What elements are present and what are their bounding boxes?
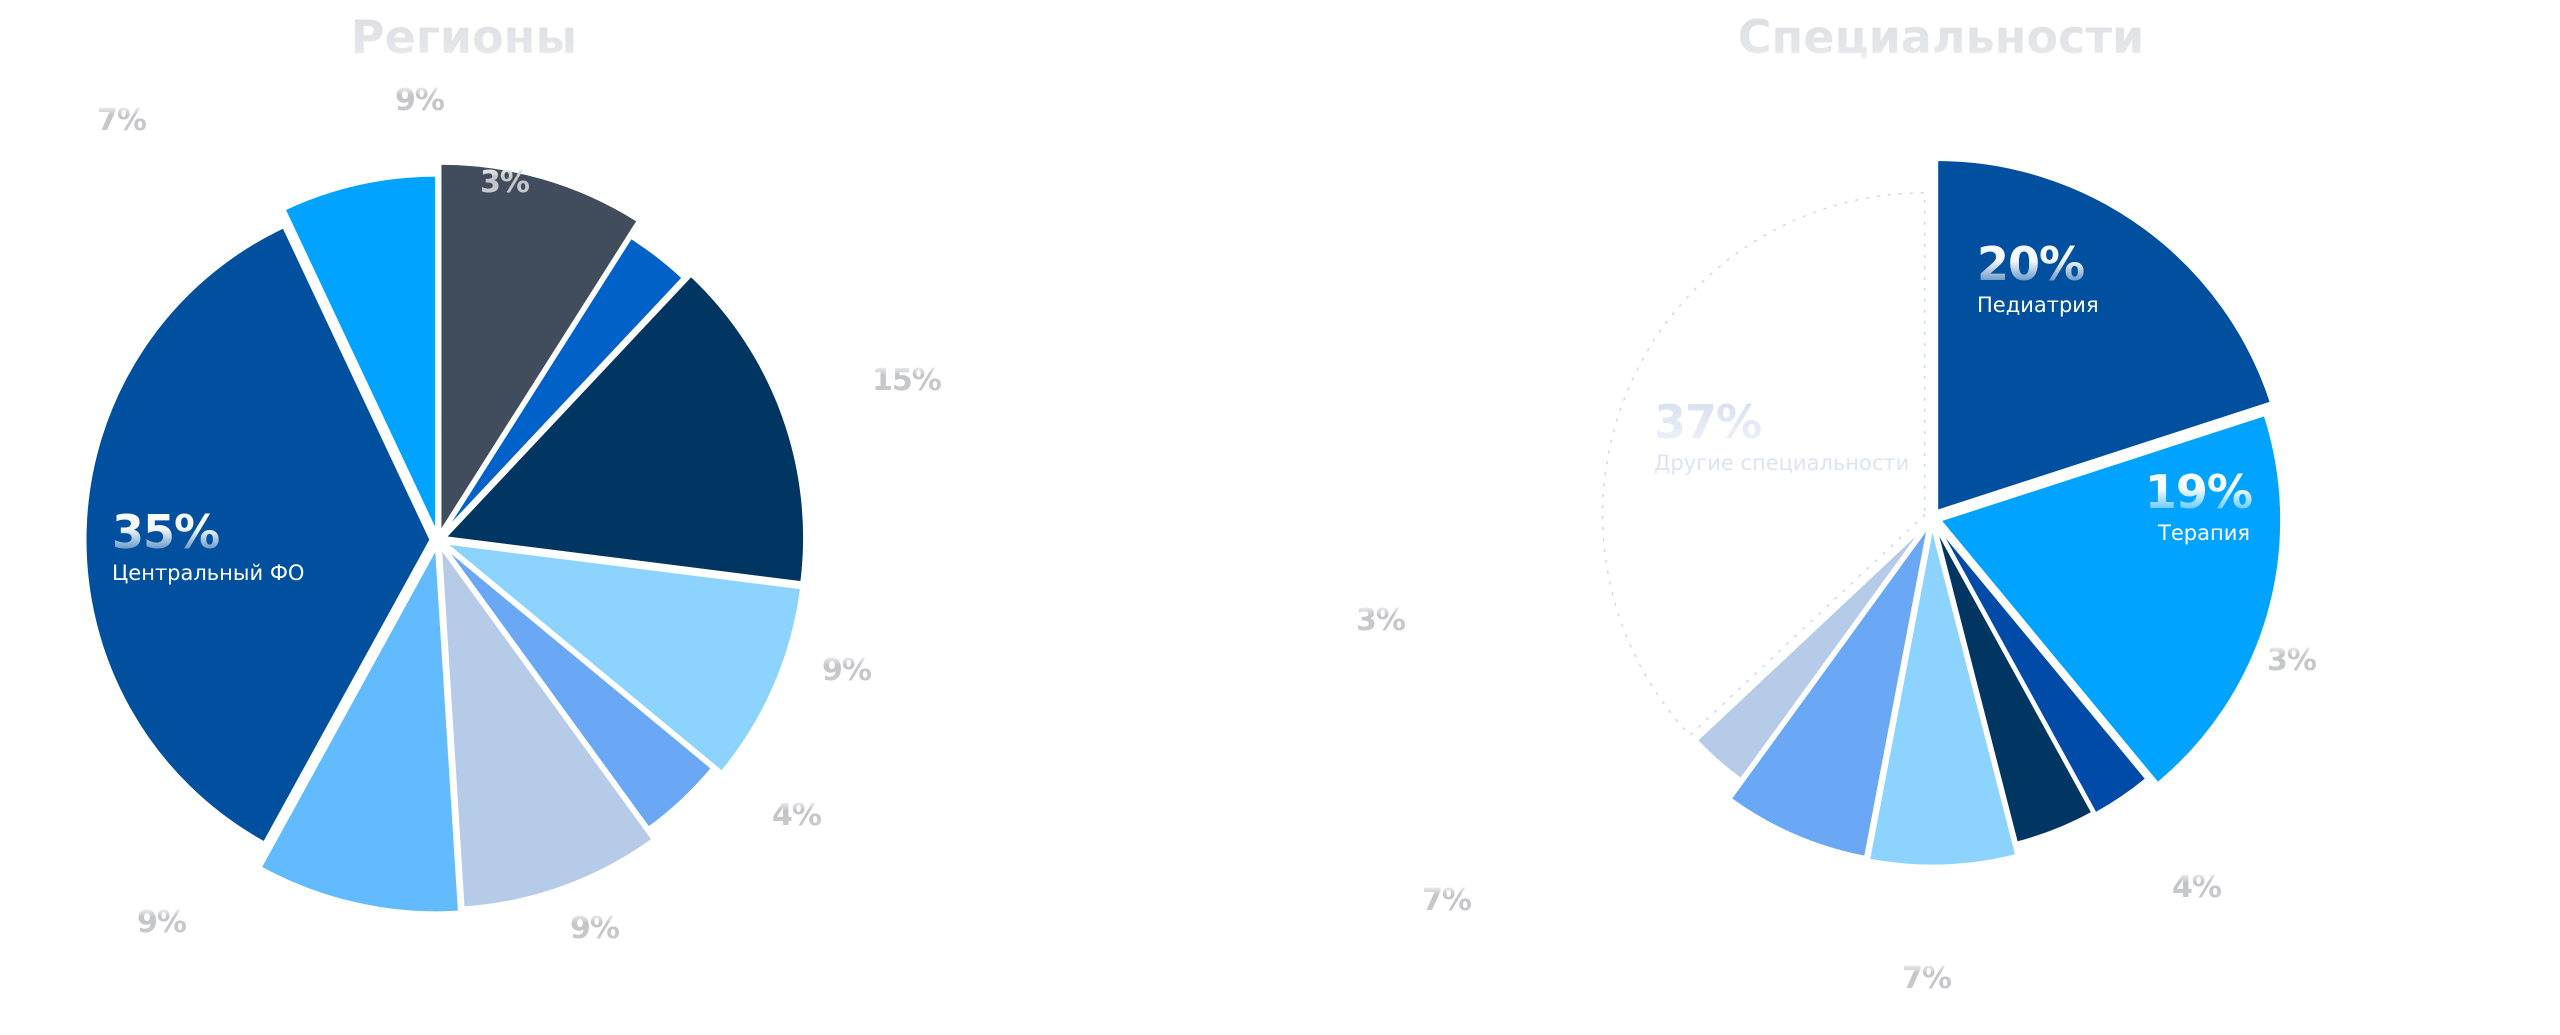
regions-slice-3[interactable]	[439, 540, 804, 775]
regions-slice-5-outside-label: 9%	[570, 911, 620, 946]
specialties-slice-0-category-label: Педиатрия	[1977, 293, 2099, 317]
specialties-slice-0-percent-label: 20%	[1977, 237, 2084, 291]
specialties-slice-2-outside-label: 3%	[2267, 643, 2317, 678]
specialties-slice-7-category-label: Другие специальности	[1654, 451, 1909, 475]
specialties-slice-6-outside-label: 3%	[1356, 603, 1406, 638]
specialties-slice-2[interactable]	[1935, 523, 2149, 816]
specialties-slice-5-outside-label: 7%	[1422, 883, 1472, 918]
regions-slice-0-outside-label: 9%	[395, 83, 445, 118]
regions-slice-6-outside-label: 9%	[137, 905, 187, 940]
specialties-slice-7-percent-label: 37%	[1654, 395, 1761, 449]
specialties-slice-4-outside-label: 7%	[1902, 961, 1952, 996]
regions-slice-2-outside-label: 15%	[872, 363, 942, 398]
regions-slice-8-outside-label: 7%	[97, 103, 147, 138]
regions-slice-3-outside-label: 9%	[822, 653, 872, 688]
regions-slice-8[interactable]	[282, 173, 438, 534]
regions-slice-7-percent-label: 35%	[112, 505, 219, 559]
regions-slice-4[interactable]	[441, 543, 715, 831]
regions-slice-2[interactable]	[441, 273, 807, 585]
specialties-slice-6[interactable]	[1694, 522, 1928, 782]
specialties-chart-title: Специальности	[1738, 10, 2144, 64]
specialties-slice-1-percent-label: 19%	[2145, 465, 2252, 519]
regions-slice-0[interactable]	[438, 161, 641, 539]
regions-slice-7-category-label: Центральный ФО	[112, 561, 304, 585]
specialties-slice-3-outside-label: 4%	[2172, 870, 2222, 905]
specialties-slice-1[interactable]	[1937, 412, 2284, 786]
regions-slice-6[interactable]	[258, 541, 462, 915]
specialties-slice-4[interactable]	[1866, 525, 2019, 868]
regions-slice-1-outside-label: 3%	[480, 165, 530, 200]
specialties-slice-5[interactable]	[1728, 524, 1931, 860]
regions-pie: 9% 3% 15% 9% 4% 9% 9% 35%Центральный ФО 7%	[83, 83, 943, 946]
regions-slice-1[interactable]	[441, 235, 686, 536]
specialties-pie: 20%Педиатрия 19%Терапия 3% 4% 7% 7% 3% 37%Други…	[1356, 158, 2318, 996]
specialties-slice-3[interactable]	[1933, 524, 2095, 845]
specialties-slice-1-category-label: Терапия	[2157, 521, 2250, 545]
regions-chart-title: Регионы	[351, 10, 577, 64]
regions-slice-7[interactable]	[83, 224, 433, 846]
regions-slice-5[interactable]	[438, 541, 656, 910]
regions-slice-4-outside-label: 4%	[772, 798, 822, 833]
specialties-slice-0[interactable]	[1935, 158, 2274, 514]
